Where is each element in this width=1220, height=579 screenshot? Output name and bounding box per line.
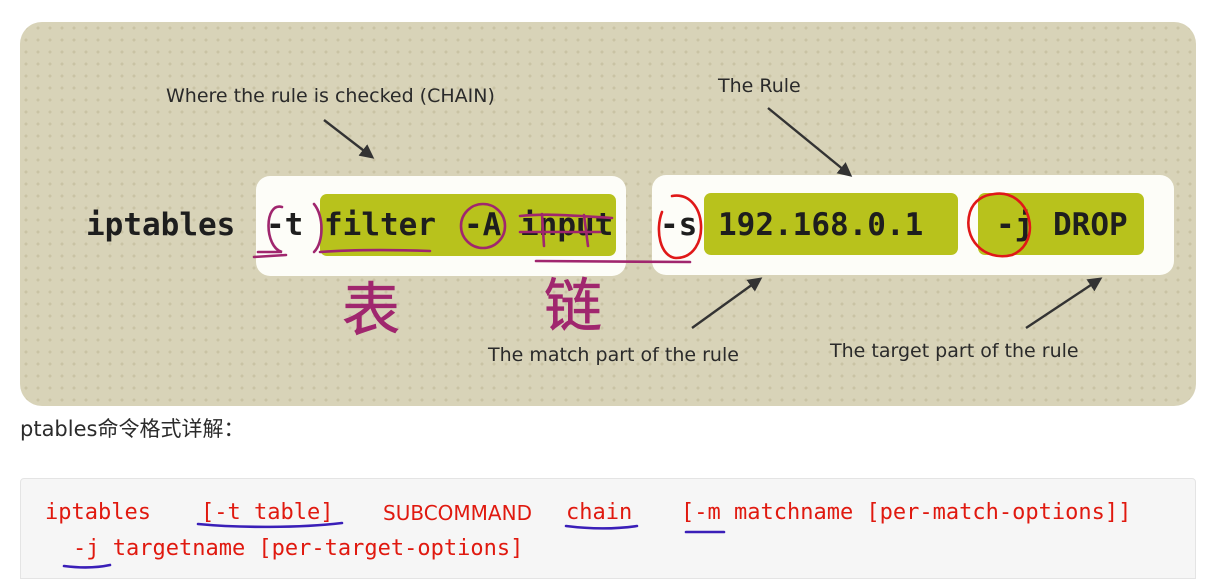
rule-label: The Rule <box>718 75 801 97</box>
match-label: The match part of the rule <box>488 344 739 366</box>
iptables-diagram: iptables -t filter -A input -s 192.168.0… <box>20 22 1196 406</box>
section-caption: ptables命令格式详解： <box>20 417 245 441</box>
source-ip: 192.168.0.1 <box>718 207 924 243</box>
code-match-option: [-m matchname [per-match-options]] <box>681 500 1132 525</box>
match-highlight <box>704 193 958 255</box>
code-block: iptables [-t table] SUBCOMMAND chain [-m… <box>20 478 1196 579</box>
code-target-option: -j targetname [per-target-options] <box>73 536 524 561</box>
chain-arrow <box>323 119 375 159</box>
code-subcommand: SUBCOMMAND <box>383 501 532 525</box>
target-label: The target part of the rule <box>830 340 1079 362</box>
iptables-command: iptables <box>86 207 236 243</box>
code-table-option: [-t table] <box>201 500 334 525</box>
code-cmd: iptables <box>45 500 151 525</box>
target-arrow <box>1025 277 1103 330</box>
code-chain: chain <box>566 500 633 525</box>
rule-arrow <box>767 107 853 177</box>
chain-label: Where the rule is checked (CHAIN) <box>166 85 495 107</box>
diagram-arrows <box>323 107 1103 330</box>
match-arrow <box>691 277 763 329</box>
target-name: DROP <box>1053 207 1128 243</box>
table-name: filter <box>324 207 436 243</box>
